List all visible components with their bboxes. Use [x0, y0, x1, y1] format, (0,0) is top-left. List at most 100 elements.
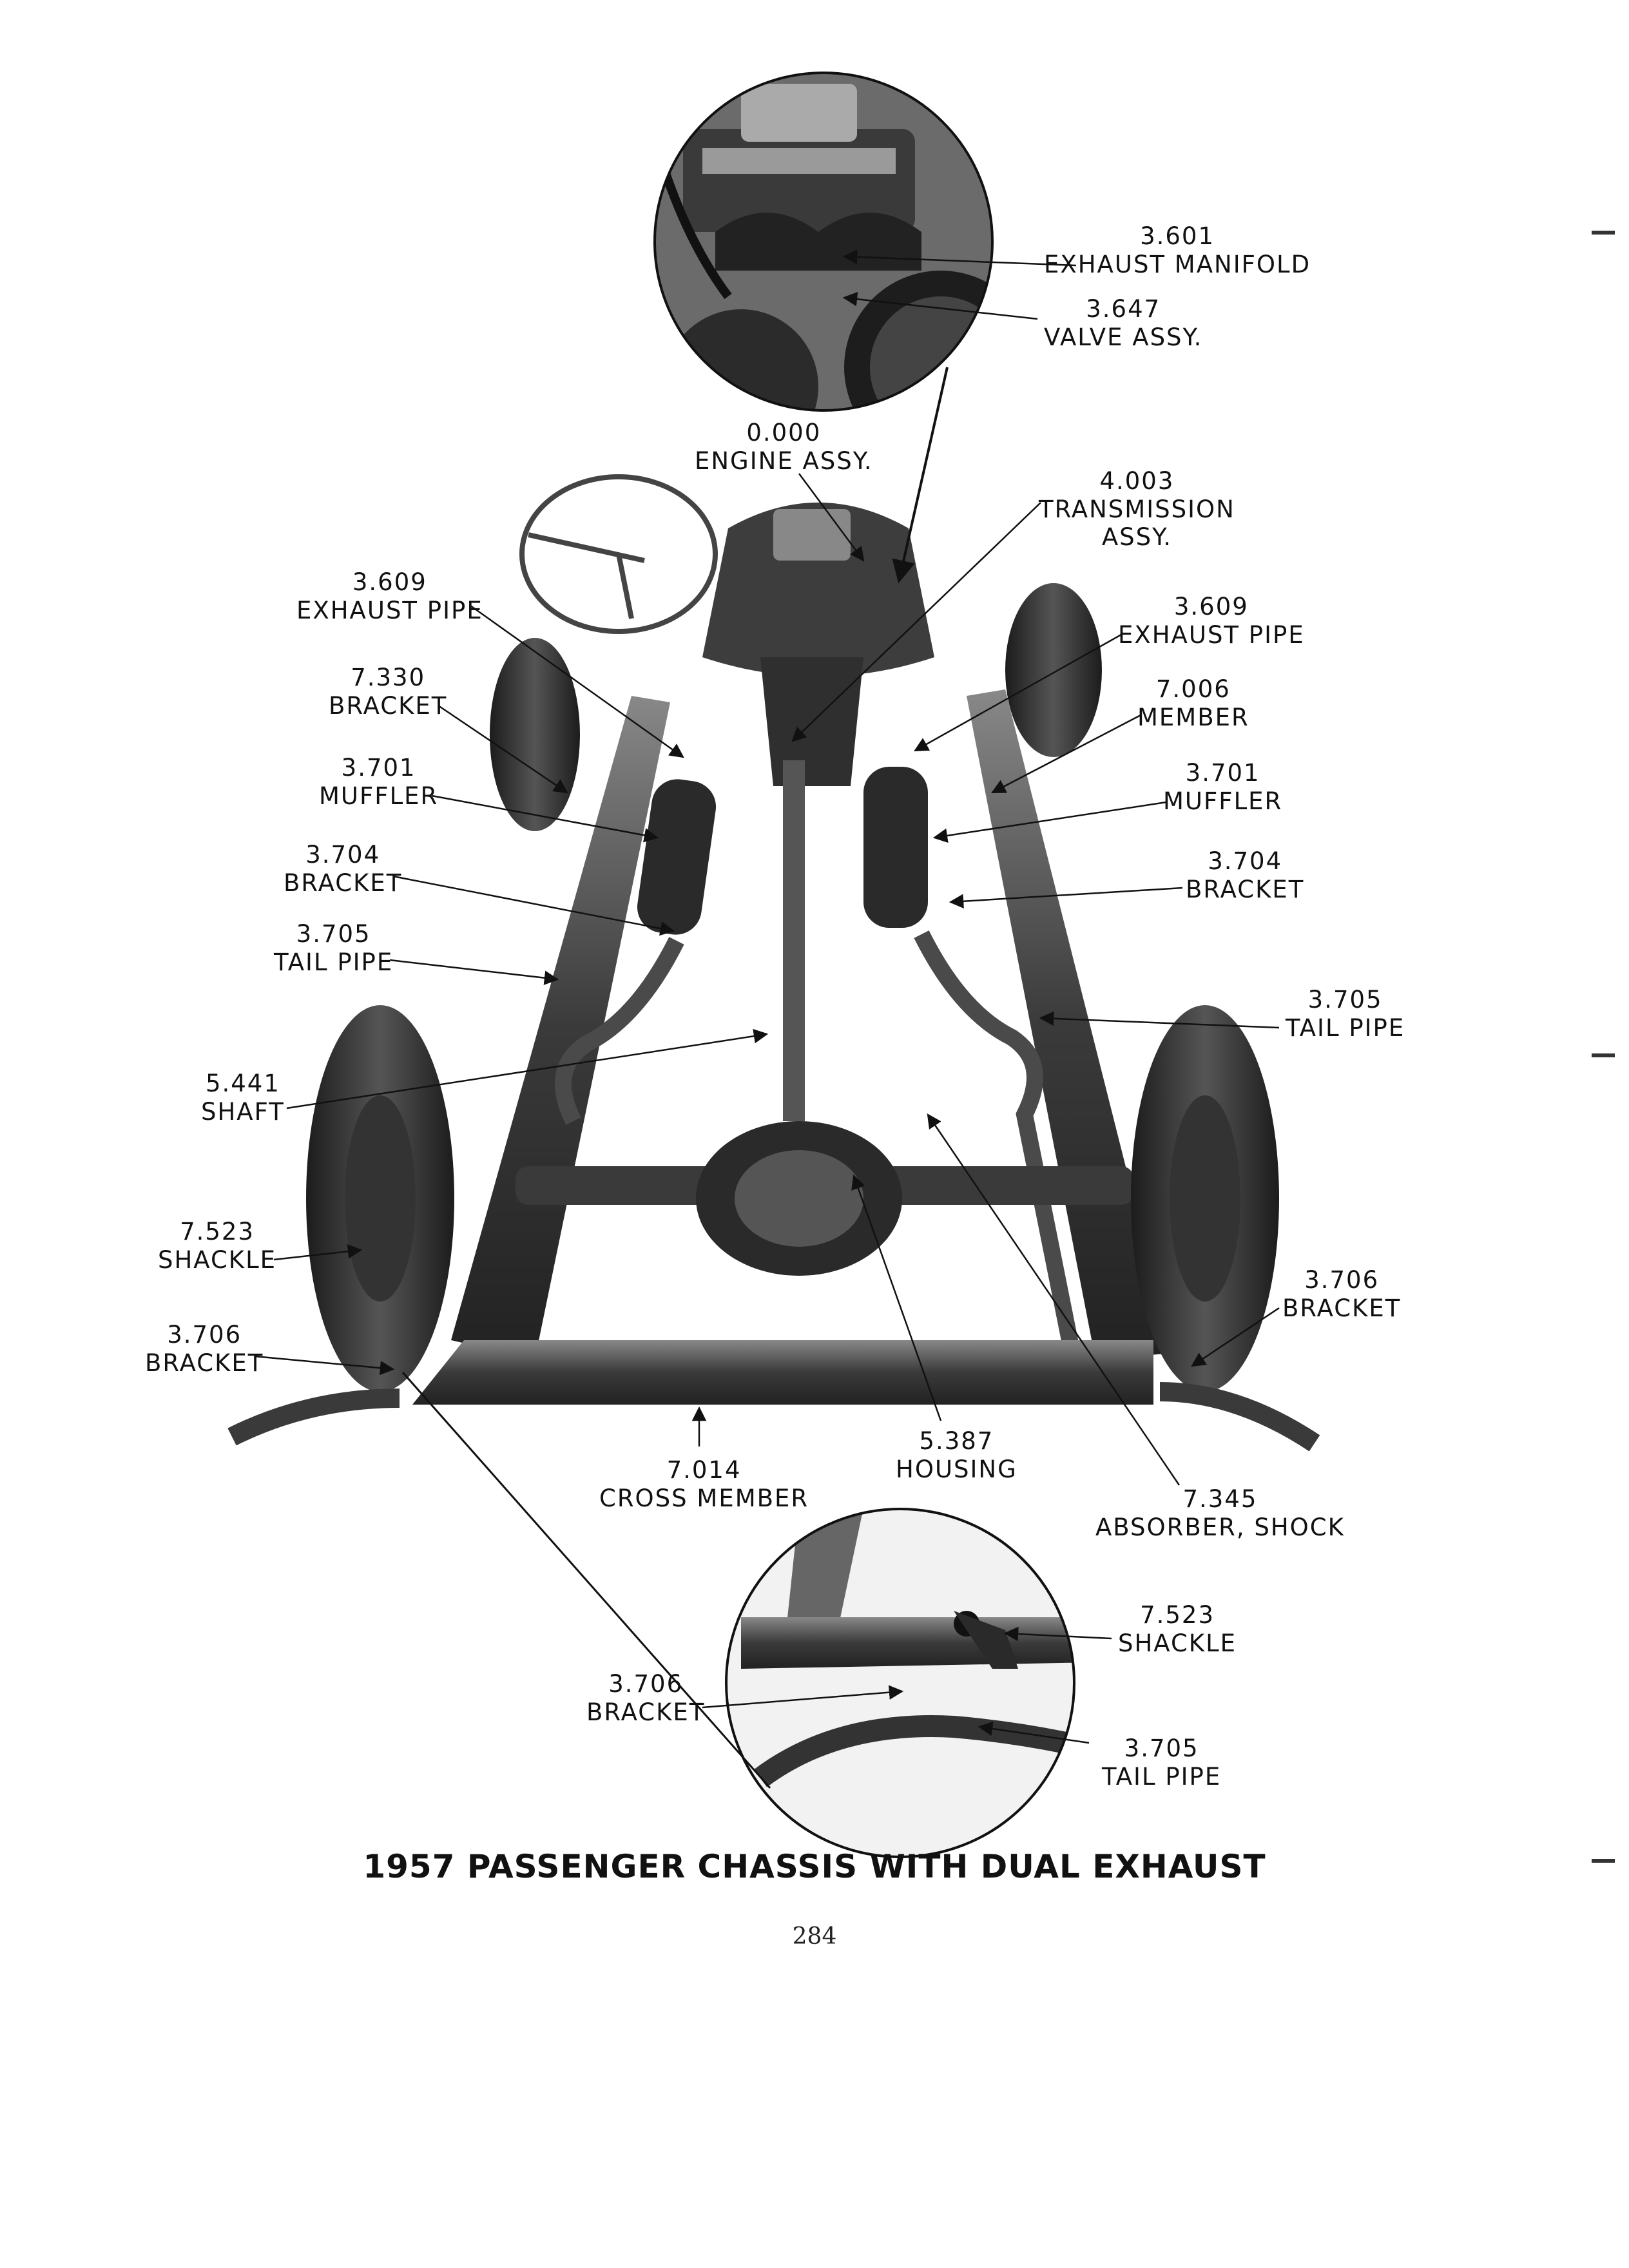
- leader-engine-assy: [798, 473, 865, 562]
- callout-muffler-right: 3.701 MUFFLER: [1163, 759, 1282, 815]
- engine-inset-photo: [653, 72, 994, 412]
- part-name: MUFFLER: [1163, 787, 1283, 815]
- callout-exhaust-manifold: 3.601 EXHAUST MANIFOLD: [1044, 222, 1311, 278]
- shackle-inset-photo: [725, 1508, 1075, 1858]
- part-number: 4.003: [1099, 467, 1175, 495]
- leader-muffler-right: [932, 801, 1167, 843]
- part-number: 3.706: [167, 1321, 242, 1349]
- callout-tail-pipe-left: 3.705 TAIL PIPE: [274, 920, 393, 976]
- callout-bracket-3704-right: 3.704 BRACKET: [1186, 847, 1304, 903]
- part-number: 3.706: [1304, 1266, 1380, 1294]
- callout-bracket-3706-right: 3.706 BRACKET: [1282, 1266, 1401, 1322]
- part-number: 5.441: [205, 1070, 280, 1097]
- callout-engine-assy: 0.000 ENGINE ASSY.: [695, 419, 873, 475]
- part-name: VALVE ASSY.: [1044, 323, 1203, 351]
- part-number: 7.330: [351, 664, 426, 691]
- leader-muffler-left: [431, 794, 659, 843]
- callout-housing: 5.387 HOUSING: [896, 1427, 1017, 1483]
- leader-exhaust-pipe-left: [470, 604, 684, 758]
- callout-transmission-assy: 4.003 TRANSMISSION ASSY.: [1039, 467, 1235, 552]
- leader-shackle-left: [273, 1244, 363, 1261]
- leader-transmission-assy: [791, 502, 1041, 742]
- callout-valve-assy: 3.647 VALVE ASSY.: [1044, 295, 1202, 351]
- margin-mark: [1592, 231, 1615, 235]
- leader-exhaust-pipe-right: [914, 633, 1122, 752]
- callout-inset-shackle: 7.523 SHACKLE: [1118, 1601, 1237, 1657]
- part-name: SHACKLE: [1118, 1629, 1237, 1657]
- leader-housing: [851, 1174, 942, 1421]
- leader-inset-tail-pipe: [978, 1721, 1090, 1744]
- callout-exhaust-pipe-left: 3.609 EXHAUST PIPE: [296, 568, 483, 624]
- part-name: TRANSMISSION: [1039, 495, 1235, 523]
- part-name: CROSS MEMBER: [599, 1484, 809, 1512]
- part-number: 7.006: [1155, 675, 1231, 703]
- leader-exhaust-manifold: [842, 249, 1077, 267]
- leader-bracket-3706-left: [254, 1355, 395, 1376]
- callout-inset-tail-pipe: 3.705 TAIL PIPE: [1102, 1735, 1221, 1791]
- part-name: BRACKET: [1282, 1294, 1402, 1322]
- part-name: EXHAUST PIPE: [1118, 620, 1305, 649]
- part-number: 5.387: [919, 1427, 994, 1455]
- part-name: ENGINE ASSY.: [695, 447, 873, 475]
- part-name: BRACKET: [145, 1349, 264, 1377]
- part-number: 7.014: [666, 1456, 742, 1484]
- part-name: ABSORBER, SHOCK: [1095, 1513, 1345, 1541]
- leader-shock-absorber: [927, 1113, 1181, 1486]
- callout-shock-absorber: 7.345 ABSORBER, SHOCK: [1095, 1485, 1345, 1541]
- part-name: MUFFLER: [319, 782, 439, 810]
- page-title: 1957 PASSENGER CHASSIS WITH DUAL EXHAUST: [363, 1848, 1266, 1885]
- part-number: 3.705: [1307, 986, 1383, 1014]
- leader-bracket-3704-right: [949, 887, 1183, 908]
- callout-member-7006: 7.006 MEMBER: [1137, 675, 1249, 731]
- callout-bracket-7330: 7.330 BRACKET: [329, 664, 447, 720]
- callout-exhaust-pipe-right: 3.609 EXHAUST PIPE: [1118, 593, 1305, 649]
- leader-lines: [254, 249, 1280, 1789]
- part-number: 3.701: [341, 754, 416, 782]
- part-name-line2: ASSY.: [1101, 523, 1172, 552]
- margin-mark: [1592, 1053, 1615, 1057]
- part-number: 7.523: [1140, 1601, 1215, 1629]
- leader-bracket-3704-left: [392, 875, 675, 936]
- leader-tail-pipe-left: [389, 959, 559, 985]
- leader-inset-bracket: [702, 1685, 904, 1709]
- part-name: BRACKET: [284, 869, 403, 897]
- part-number: 3.706: [608, 1670, 684, 1698]
- callout-inset-bracket: 3.706 BRACKET: [586, 1670, 705, 1726]
- part-number: 3.609: [1173, 593, 1249, 620]
- part-number: 7.523: [180, 1218, 255, 1245]
- part-name: EXHAUST PIPE: [296, 596, 483, 624]
- part-name: EXHAUST MANIFOLD: [1044, 250, 1311, 278]
- part-name: TAIL PIPE: [1102, 1762, 1222, 1791]
- margin-mark: [1592, 1859, 1615, 1863]
- part-number: 3.647: [1086, 295, 1161, 323]
- callout-cross-member: 7.014 CROSS MEMBER: [599, 1456, 809, 1512]
- part-number: 3.609: [352, 568, 427, 596]
- callout-tail-pipe-right: 3.705 TAIL PIPE: [1286, 986, 1405, 1042]
- leader-top-inset: [892, 367, 949, 584]
- part-name: SHAFT: [201, 1097, 285, 1126]
- part-number: 3.701: [1185, 759, 1260, 787]
- leader-valve-assy: [842, 292, 1038, 320]
- callout-bracket-3704-left: 3.704 BRACKET: [284, 841, 402, 897]
- page-number: 284: [792, 1923, 837, 1950]
- leader-bottom-inset: [401, 1372, 771, 1789]
- leader-shaft: [286, 1028, 769, 1110]
- leader-bracket-3706-right: [1191, 1307, 1280, 1367]
- part-name: BRACKET: [1186, 875, 1305, 903]
- leader-member-7006: [991, 714, 1141, 794]
- leader-inset-shackle: [1003, 1626, 1112, 1642]
- part-number: 3.705: [1124, 1735, 1199, 1762]
- part-name: BRACKET: [586, 1698, 706, 1726]
- callout-shaft: 5.441 SHAFT: [201, 1070, 285, 1126]
- part-name: MEMBER: [1137, 703, 1249, 731]
- part-name: BRACKET: [329, 691, 448, 720]
- part-number: 3.704: [305, 841, 381, 869]
- part-number: 7.345: [1182, 1485, 1258, 1513]
- part-name: TAIL PIPE: [1286, 1014, 1405, 1042]
- part-name: TAIL PIPE: [274, 948, 394, 976]
- leader-bracket-7330: [438, 704, 568, 794]
- callout-bracket-3706-left: 3.706 BRACKET: [145, 1321, 264, 1377]
- leader-tail-pipe-right: [1039, 1011, 1280, 1029]
- part-number: 3.705: [296, 920, 371, 948]
- callout-shackle-left: 7.523 SHACKLE: [158, 1218, 276, 1274]
